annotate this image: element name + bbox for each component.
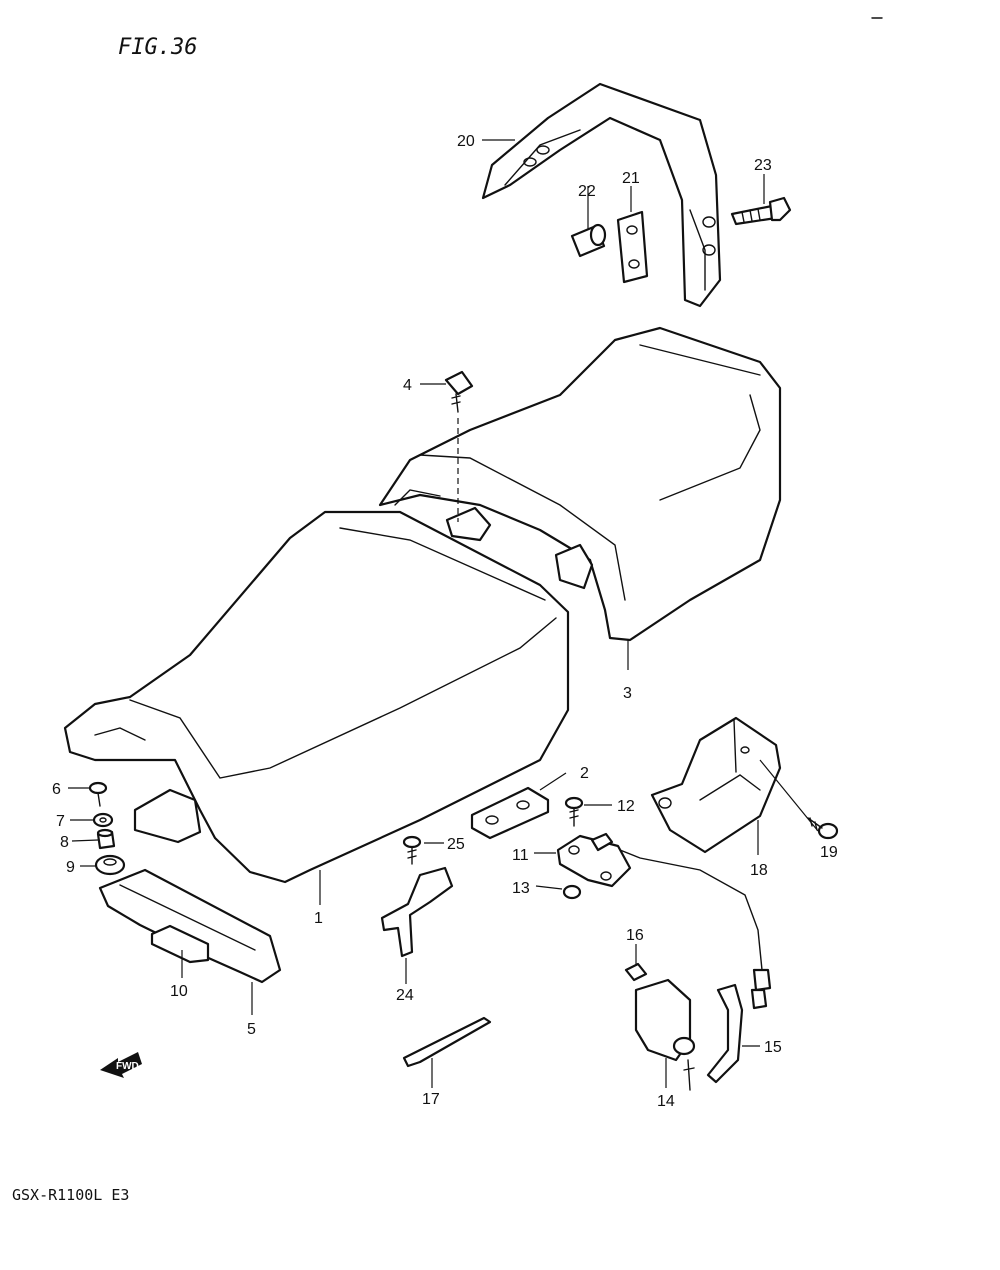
label-part-14: 14 [657, 1093, 675, 1110]
label-part-7: 7 [56, 813, 65, 830]
label-part-3: 3 [623, 685, 632, 702]
label-part-23: 23 [754, 157, 772, 174]
label-part-17: 17 [422, 1091, 440, 1108]
label-part-8: 8 [60, 834, 69, 851]
label-part-19: 19 [820, 844, 838, 861]
tray-part-5 [98, 868, 282, 984]
label-part-5: 5 [247, 1021, 256, 1038]
label-part-25: 25 [447, 836, 465, 853]
label-part-16: 16 [626, 927, 644, 944]
screw-part-19 [807, 817, 839, 840]
label-part-4: 4 [403, 377, 412, 394]
label-part-1: 1 [314, 910, 323, 927]
grab-rail-part-20 [481, 82, 722, 308]
plate-part-21 [616, 210, 649, 284]
pad-part-10 [150, 924, 210, 964]
grommet-part-9 [94, 854, 126, 876]
label-part-10: 10 [170, 983, 188, 1000]
label-part-2: 2 [580, 765, 589, 782]
latch-part-11 [556, 832, 772, 1010]
screw-part-12 [564, 796, 584, 827]
washer-part-7 [92, 812, 114, 828]
front-seat-part-1 [63, 510, 570, 884]
label-part-15: 15 [764, 1039, 782, 1056]
model-code: GSX-R1100L E3 [12, 1186, 129, 1204]
part-labels: 20 22 21 23 4 3 2 12 11 13 25 24 1 18 19… [52, 133, 838, 1110]
wing-bolt-part-4 [444, 370, 474, 522]
bolt-part-23 [730, 196, 792, 226]
label-part-13: 13 [512, 880, 530, 897]
bolt-part-25 [402, 835, 422, 865]
pad-part-2 [470, 786, 550, 840]
rear-seat-part-3 [378, 326, 782, 642]
spacer-part-22 [570, 223, 607, 258]
svg-text:FWD: FWD [116, 1061, 139, 1072]
screw-part-16 [624, 962, 648, 982]
forward-arrow-icon: FWD [100, 1052, 142, 1078]
label-part-12: 12 [617, 798, 635, 815]
label-part-6: 6 [52, 781, 61, 798]
label-part-9: 9 [66, 859, 75, 876]
lock-part-14 [634, 978, 696, 1091]
label-part-20: 20 [457, 133, 475, 150]
label-part-18: 18 [750, 862, 768, 879]
hook-part-15 [706, 983, 744, 1084]
bracket-part-24 [380, 866, 454, 958]
label-part-22: 22 [578, 183, 596, 200]
label-part-24: 24 [396, 987, 414, 1004]
bushing-part-8 [96, 828, 116, 850]
figure-title: FIG.36 [118, 35, 197, 60]
nut-part-13 [562, 884, 582, 900]
cover-part-18 [650, 716, 782, 854]
label-part-11: 11 [512, 847, 529, 864]
label-part-21: 21 [622, 170, 640, 187]
tie-part-17 [402, 1016, 492, 1068]
leader-lines [68, 139, 819, 1088]
screw-part-6 [88, 781, 108, 807]
